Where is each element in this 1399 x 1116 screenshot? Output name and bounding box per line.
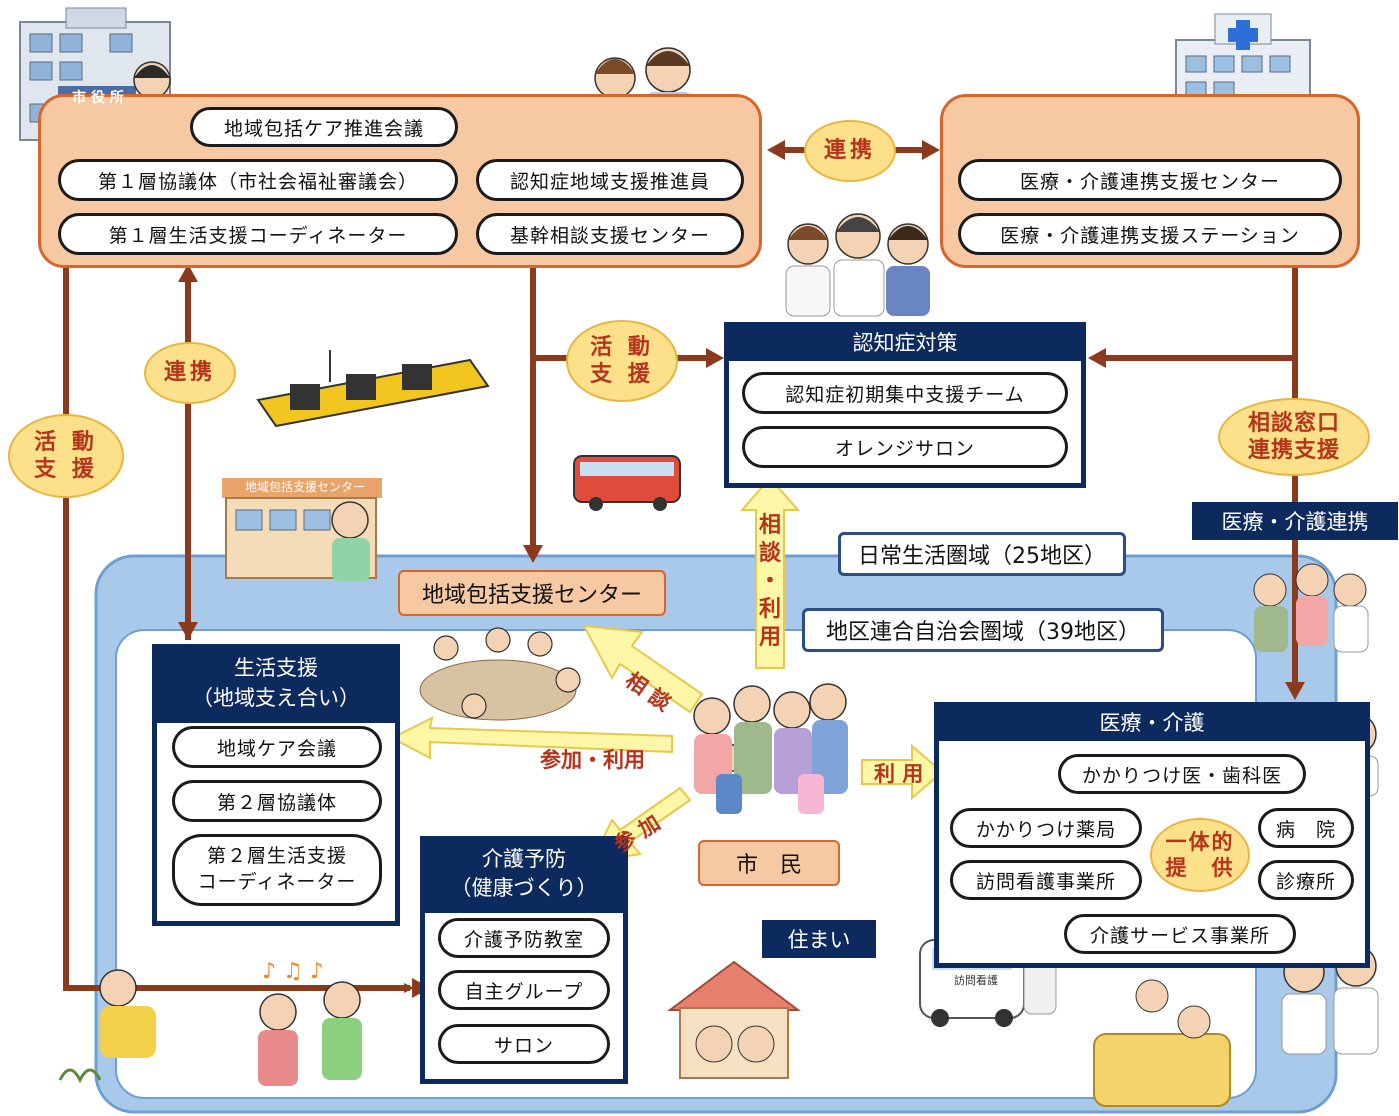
prevention-title: 介護予防 （健康づくり） <box>425 841 623 913</box>
soudan-right-line2: 連携支援 <box>1247 438 1340 463</box>
house-illustration <box>667 960 801 1079</box>
arrowhead <box>178 622 198 640</box>
katsudo-left-oval: 活 動 支 援 <box>8 414 124 498</box>
arrowhead <box>1285 682 1305 700</box>
bath-care-illustration <box>1093 979 1231 1107</box>
center-building-sign: 地域包括支援センター <box>244 480 365 494</box>
soudan-riyou-vertical-text: 相 談 ・ 利 用 <box>752 512 788 652</box>
prevention-title-line1: 介護予防 <box>482 847 566 871</box>
renkei-left-char2: 携 <box>190 360 217 386</box>
vertical-char: 相 <box>758 513 781 538</box>
life-support-title: 生活支援 （地域支え合い） <box>157 649 395 723</box>
hospital: 病 院 <box>1258 808 1354 848</box>
katsudo-center-line2: 支 援 <box>590 362 654 387</box>
katsudo-center-oval: 活 動 支 援 <box>566 320 678 402</box>
promotion-council: 地域包括ケア推進会議 <box>190 107 458 147</box>
arrowhead <box>178 264 198 282</box>
integrated-line1: 一体的 <box>1165 829 1235 854</box>
tier1-council: 第１層協議体（市社会福祉審議会） <box>58 159 458 201</box>
renkei-top-char2: 携 <box>850 138 877 164</box>
riyou-arrow-label: 利 用 <box>874 762 924 786</box>
core-consultation-center: 基幹相談支援センター <box>476 213 744 255</box>
gardening-illustration <box>58 969 156 1084</box>
arrow-soudan <box>582 624 704 714</box>
arrowhead <box>922 140 940 160</box>
arrow-soudan-riyou <box>739 476 801 669</box>
integrated-provision-oval: 一体的 提 供 <box>1150 818 1250 892</box>
medical-care-support-center: 医療・介護連携支援センター <box>958 159 1342 201</box>
arrow-sanka-riyou <box>389 716 673 760</box>
soudan-right-line1: 相談窓口 <box>1247 410 1340 436</box>
tier1-coordinator: 第１層生活支援コーディネーター <box>58 213 458 255</box>
sanka-riyou-arrow-label: 参加・利用 <box>540 748 645 772</box>
line-left-katsudo <box>63 268 414 993</box>
vertical-char: 談 <box>758 541 781 566</box>
renkei-top-oval: 連 携 <box>804 120 896 182</box>
tier2-coordinator-line1: 第２層生活支援 <box>206 845 347 868</box>
renkei-left-char1: 連 <box>163 360 190 386</box>
arrowhead <box>523 545 543 563</box>
dementia-promoter: 認知症地域支援推進員 <box>476 159 744 201</box>
daily-area-label: 日常生活圏域（25地区） <box>838 532 1126 576</box>
center-building-illustration <box>222 478 382 582</box>
clinic: 診療所 <box>1258 860 1354 900</box>
housing-label: 住まい <box>762 920 876 958</box>
arrowhead <box>706 348 724 368</box>
self-help-group: 自主グループ <box>438 970 610 1010</box>
arrow-riyou <box>861 743 944 801</box>
care-service-office: 介護サービス事業所 <box>1064 914 1296 954</box>
soudan-right-oval: 相談窓口 連携支援 <box>1218 398 1370 476</box>
area-care-meeting: 地域ケア会議 <box>172 726 382 768</box>
home-nursing-office: 訪問看護事業所 <box>950 860 1142 900</box>
tier2-coordinator-line2: コーディネーター <box>197 871 357 893</box>
medical-care-support-station: 医療・介護連携支援ステーション <box>958 213 1342 255</box>
citizens-illustration <box>693 683 848 814</box>
arrowhead <box>1088 348 1106 368</box>
katsudo-left-line1: 活 動 <box>34 429 98 455</box>
city-hall-sign: 市 役 所 <box>72 90 124 106</box>
tier2-council: 第２層協議体 <box>172 780 382 822</box>
vertical-char: 用 <box>758 625 781 650</box>
tier2-coordinator: 第２層生活支援 コーディネーター <box>172 834 382 906</box>
orange-salon: オレンジサロン <box>742 426 1068 468</box>
dementia-team: 認知症初期集中支援チーム <box>742 372 1068 414</box>
prevention-class: 介護予防教室 <box>438 918 610 958</box>
salon: サロン <box>438 1024 610 1064</box>
renkei-top-char1: 連 <box>823 138 850 164</box>
vertical-char: ・ <box>758 569 781 594</box>
medical-care-title: 医療・介護 <box>939 707 1365 741</box>
citizen-label: 市 民 <box>698 840 840 886</box>
integrated-line2: 提 供 <box>1165 856 1235 880</box>
doctors-illustration <box>785 213 930 317</box>
life-support-title-line1: 生活支援 <box>234 656 318 680</box>
meeting-illustration <box>419 627 581 721</box>
seniors-exercise-illustration: ♪ ♫ ♪ <box>258 959 362 1086</box>
katsudo-center-line1: 活 動 <box>590 334 654 360</box>
katsudo-left-line2: 支 援 <box>34 457 98 482</box>
car-label: 訪問看護 <box>954 974 998 987</box>
dementia-title: 認知症対策 <box>729 327 1081 361</box>
regional-support-center-label: 地域包括支援センター <box>398 570 666 616</box>
bus-illustration <box>573 455 681 511</box>
tram-illustration <box>256 350 490 428</box>
vertical-char: 利 <box>758 597 781 622</box>
renkei-left-oval: 連 携 <box>144 342 236 404</box>
medical-care-link-label: 医療・介護連携 <box>1192 502 1398 540</box>
prevention-title-line2: （健康づくり） <box>450 876 598 900</box>
life-support-title-line2: （地域支え合い） <box>192 686 360 710</box>
district-area-label: 地区連合自治会圏域（39地区） <box>802 608 1164 652</box>
svg-text:♪ ♫ ♪: ♪ ♫ ♪ <box>262 959 324 984</box>
family-doctor: かかりつけ医・歯科医 <box>1058 754 1306 794</box>
arrowhead <box>767 140 785 160</box>
family-pharmacy: かかりつけ薬局 <box>950 808 1142 848</box>
